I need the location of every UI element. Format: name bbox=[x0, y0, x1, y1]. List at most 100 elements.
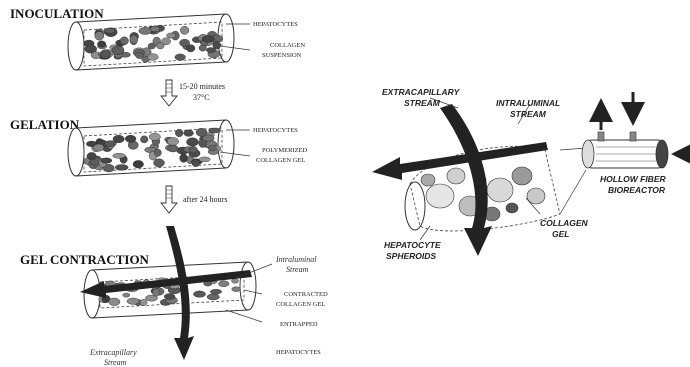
hepatocyte-cell bbox=[164, 294, 175, 300]
label-bioreactor: BIOREACTOR bbox=[608, 185, 666, 195]
label-entrapped: ENTRAPPED bbox=[280, 321, 318, 328]
step-2-time: after 24 hours bbox=[183, 195, 227, 204]
label-intraluminal: Intraluminal bbox=[275, 255, 317, 264]
label-hepatocytes: HEPATOCYTES bbox=[276, 349, 321, 356]
hepatocyte-spheroid bbox=[506, 203, 518, 213]
hepatocyte-cell bbox=[210, 289, 221, 294]
hepatocyte-cell bbox=[140, 136, 148, 143]
hepatocyte-cell bbox=[168, 145, 179, 152]
gelation-heading: GELATION bbox=[10, 117, 80, 132]
hepatocyte-cell bbox=[97, 41, 105, 48]
label-collagen: COLLAGEN bbox=[270, 42, 305, 49]
leader-line bbox=[226, 310, 262, 322]
hepatocyte-cell bbox=[147, 54, 158, 61]
label-collagen-gel: COLLAGEN GEL bbox=[276, 301, 325, 308]
hepatocyte-cell bbox=[167, 33, 176, 38]
hepatocyte-cell bbox=[150, 26, 159, 32]
hepatocyte-cell bbox=[115, 165, 128, 171]
hepatocyte-cell bbox=[104, 28, 115, 33]
hepatocyte-cell bbox=[100, 50, 111, 59]
contraction-heading: GEL CONTRACTION bbox=[20, 252, 150, 267]
hepatocyte-spheroid bbox=[487, 178, 513, 202]
hollow-fiber-bioreactor-icon bbox=[582, 132, 668, 168]
hepatocyte-cell bbox=[219, 281, 230, 287]
hepatocyte-spheroid bbox=[512, 167, 532, 185]
step-arrow bbox=[161, 186, 177, 213]
hepatocyte-cell bbox=[93, 144, 104, 151]
hepatocyte-cell bbox=[154, 149, 161, 156]
label-spheroids: SPHEROIDS bbox=[386, 251, 436, 261]
label-gel: GEL bbox=[552, 229, 569, 239]
hepatocyte-cell bbox=[140, 299, 147, 305]
hepatocyte-cell bbox=[180, 39, 190, 46]
inoculation-tube bbox=[68, 14, 234, 70]
label-stream: Stream bbox=[286, 265, 309, 274]
hepatocyte-cell bbox=[109, 298, 120, 306]
label-hepatocytes: HEPATOCYTES bbox=[253, 21, 298, 28]
hepatocyte-cell bbox=[95, 31, 104, 40]
hepatocyte-cells bbox=[84, 25, 223, 62]
hepatocyte-cell bbox=[202, 36, 214, 43]
step-arrow bbox=[161, 80, 177, 106]
step-1-time: 15-20 minutes bbox=[179, 82, 225, 91]
step-1-temperature: 37°C bbox=[193, 93, 210, 102]
gelation-tube bbox=[68, 120, 234, 176]
hepatocyte-cell bbox=[209, 128, 221, 133]
hepatocyte-spheroid bbox=[527, 188, 545, 204]
hepatocyte-cell bbox=[139, 27, 152, 34]
hepatocyte-cell bbox=[189, 146, 198, 153]
hepatocyte-cell bbox=[187, 138, 199, 146]
label-hepatocyte: HEPATOCYTE bbox=[384, 240, 441, 250]
hepatocyte-cell bbox=[156, 42, 164, 49]
hepatocyte-cell bbox=[112, 46, 124, 55]
label-intraluminal: INTRALUMINAL bbox=[496, 98, 560, 108]
label-hollow-fiber: HOLLOW FIBER bbox=[600, 174, 666, 184]
hepatocyte-cell bbox=[133, 160, 144, 168]
hepatocyte-spheroid bbox=[421, 174, 435, 186]
hepatocyte-cell bbox=[175, 54, 186, 60]
hepatocyte-cell bbox=[208, 146, 216, 151]
hepatocyte-cell bbox=[120, 37, 128, 45]
label-contracted: CONTRACTED bbox=[284, 291, 328, 298]
hepatocyte-cell bbox=[135, 52, 143, 58]
hepatocyte-cell bbox=[127, 298, 139, 304]
label-hepatocytes: HEPATOCYTES bbox=[253, 127, 298, 134]
leader-line bbox=[220, 152, 250, 156]
label-stream: STREAM bbox=[510, 109, 547, 119]
hepatocyte-cell bbox=[130, 35, 138, 44]
hepatocyte-cell bbox=[125, 135, 136, 142]
label-stream: STREAM bbox=[404, 98, 441, 108]
hepatocyte-cell bbox=[193, 291, 205, 297]
hepatocyte-cell bbox=[113, 153, 126, 158]
label-polymerized: POLYMERIZED bbox=[262, 147, 308, 154]
hepatocyte-cell bbox=[180, 154, 188, 163]
label-collagen-gel: COLLAGEN GEL bbox=[256, 157, 305, 164]
hepatocyte-cell bbox=[154, 159, 165, 167]
hepatocyte-cell bbox=[192, 160, 199, 167]
hepatocyte-cell bbox=[184, 130, 194, 137]
label-suspension: SUSPENSION bbox=[262, 52, 302, 59]
hepatocyte-cell bbox=[207, 294, 219, 300]
label-collagen: COLLAGEN bbox=[540, 218, 589, 228]
label-stream: Stream bbox=[104, 358, 127, 367]
hepatocyte-spheroid bbox=[426, 184, 454, 208]
hepatocyte-cell bbox=[199, 157, 210, 162]
leader-line bbox=[560, 170, 586, 214]
leader-line bbox=[420, 226, 430, 240]
hepatocyte-cell bbox=[123, 293, 130, 297]
hepatocyte-spheroid bbox=[447, 168, 465, 184]
hepatocyte-cell bbox=[153, 289, 160, 296]
leader-line bbox=[244, 290, 262, 294]
hepatocyte-cell bbox=[175, 129, 183, 137]
extracapillary-stream-arrow bbox=[440, 104, 492, 256]
hepatocyte-cell bbox=[203, 135, 215, 141]
label-extracapillary: Extracapillary bbox=[89, 348, 137, 357]
hepatocyte-cell bbox=[149, 133, 160, 140]
hepatocyte-cell bbox=[167, 137, 178, 145]
hepatocyte-cell bbox=[87, 152, 96, 159]
hepatocyte-cell bbox=[104, 141, 116, 147]
hepatocyte-cell bbox=[101, 158, 112, 163]
inoculation-heading: INOCULATION bbox=[10, 6, 104, 21]
